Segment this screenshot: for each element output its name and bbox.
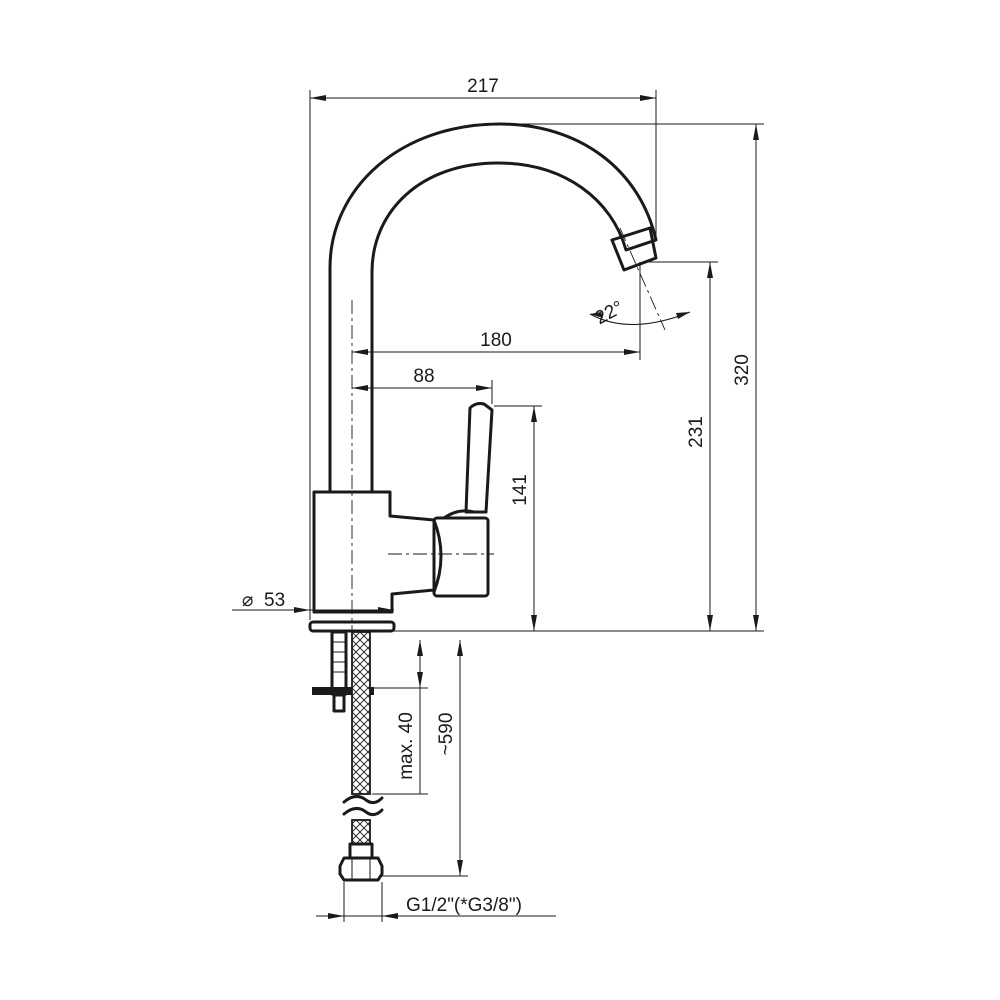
label-spout-reach: 217	[467, 76, 499, 97]
clamp-plate	[312, 687, 374, 695]
label-lever-height: 141	[510, 474, 531, 506]
connector-collar	[348, 842, 374, 860]
extension-lines	[309, 90, 764, 922]
label-outlet-height: 231	[686, 416, 707, 448]
label-connection-thread: G1/2"(*G3/8")	[406, 895, 522, 916]
threaded-stud	[330, 630, 348, 696]
braided-hose-lower	[351, 819, 371, 845]
break-mark-top	[342, 795, 384, 805]
label-overall-height: 320	[732, 354, 753, 386]
clamp-nut	[332, 693, 346, 713]
hex-nut	[338, 856, 384, 882]
braided-hose-upper	[351, 631, 371, 795]
label-hose-length: ~590	[436, 713, 457, 756]
label-diameter-symbol: ⌀	[242, 590, 253, 611]
center-lines	[351, 227, 666, 640]
mixer-body	[312, 490, 436, 614]
spout-tip-ring	[610, 226, 652, 242]
break-mark-bottom	[342, 807, 384, 817]
cartridge-housing	[432, 516, 490, 598]
outlet-centerline	[619, 227, 666, 331]
faucet-outline	[308, 122, 658, 633]
label-body-diameter: 53	[264, 590, 285, 611]
cartridge-curve	[432, 518, 443, 594]
label-lever-reach: 88	[413, 366, 434, 387]
lever-handle	[464, 402, 494, 514]
lever-joint	[442, 509, 476, 520]
dimension-labels: 217 320 231 180 88 141 22° ⌀ 53 max. 40 …	[242, 76, 753, 916]
mounting-assembly	[312, 630, 384, 882]
label-center-to-outlet: 180	[480, 330, 512, 351]
spout	[328, 122, 658, 494]
label-deck-thickness: max. 40	[396, 712, 417, 780]
dimension-lines	[232, 95, 759, 919]
